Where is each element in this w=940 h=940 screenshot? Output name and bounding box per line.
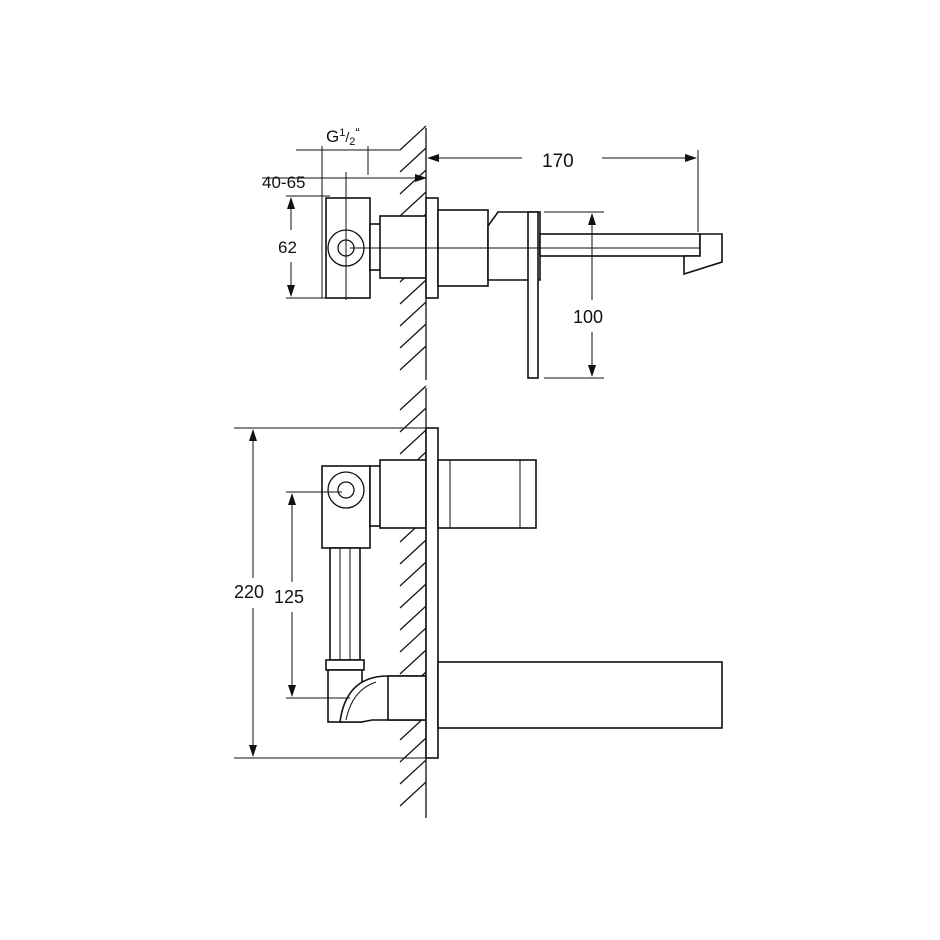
hatch-line bbox=[399, 385, 427, 411]
top-view: G1/2“ 40-65 170 62 10 bbox=[262, 125, 723, 380]
dim-lever-height: 100 bbox=[544, 211, 604, 379]
hatch-line bbox=[399, 323, 427, 349]
wall-depth-label: 40-65 bbox=[262, 173, 305, 192]
dim-thread: G1/2“ bbox=[296, 125, 400, 298]
body-height-label: 62 bbox=[278, 238, 297, 257]
spout-length-label: 170 bbox=[542, 151, 574, 172]
hatch-line bbox=[399, 345, 427, 371]
hatch-line bbox=[399, 627, 427, 653]
hatch-line bbox=[399, 301, 427, 327]
dim-axis-distance: 125 bbox=[274, 491, 350, 699]
hatch-line bbox=[399, 781, 427, 807]
hatch-line bbox=[399, 147, 427, 173]
dim-plate-height: 220 bbox=[234, 427, 426, 759]
bottom-view: 220 125 bbox=[234, 385, 723, 818]
hatch-line bbox=[399, 759, 427, 785]
axis-distance-label: 125 bbox=[274, 587, 304, 607]
hatch-line bbox=[399, 279, 427, 305]
hatch-line bbox=[399, 169, 427, 195]
mixer-bottom bbox=[425, 427, 723, 759]
lever-height-label: 100 bbox=[573, 307, 603, 327]
hatch-line bbox=[399, 539, 427, 565]
hatch-line bbox=[399, 583, 427, 609]
hatch-line bbox=[399, 649, 427, 675]
hatch-line bbox=[399, 191, 427, 217]
plate-height-label: 220 bbox=[234, 582, 264, 602]
thread-label: G1/2“ bbox=[326, 125, 360, 148]
hatch-line bbox=[399, 125, 427, 151]
concealed-body-top bbox=[325, 172, 427, 300]
dim-body-height: 62 bbox=[278, 195, 330, 299]
concealed-body-bottom bbox=[321, 459, 427, 723]
dim-spout-length: 170 bbox=[427, 150, 699, 232]
hatch-line bbox=[399, 605, 427, 631]
mixer-top bbox=[350, 197, 723, 379]
hatch-line bbox=[399, 429, 427, 455]
hatch-line bbox=[399, 561, 427, 587]
wall-bottom bbox=[399, 385, 427, 818]
wall-hatching-bottom bbox=[399, 385, 427, 807]
dim-wall-depth: 40-65 bbox=[262, 173, 427, 192]
